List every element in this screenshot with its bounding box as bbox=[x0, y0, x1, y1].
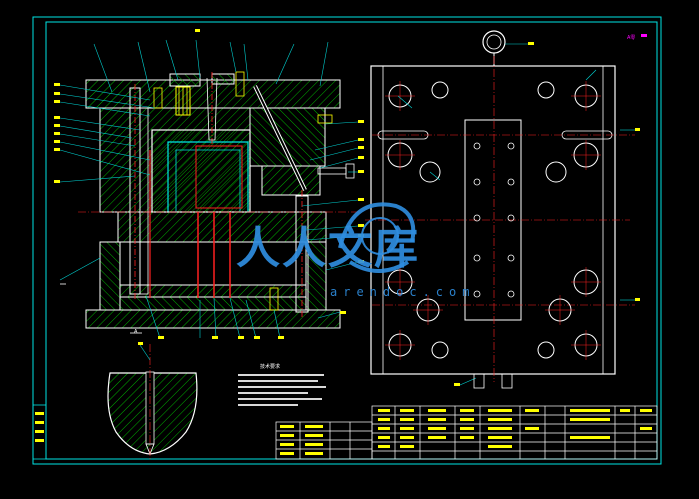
corner-mark-label: A零 bbox=[627, 35, 635, 41]
plan-view bbox=[365, 30, 635, 382]
section-mark-label: A bbox=[134, 329, 138, 335]
watermark-logo-icon bbox=[338, 202, 416, 273]
section-marks bbox=[60, 283, 142, 334]
technical-notes: 技术要求 bbox=[238, 363, 326, 406]
leader-lines bbox=[59, 39, 359, 339]
outer-frame bbox=[32, 16, 662, 465]
side-strip bbox=[32, 404, 47, 460]
main-section-view bbox=[78, 71, 360, 329]
title-block bbox=[275, 405, 658, 460]
title-block-text bbox=[280, 409, 652, 455]
part-markers bbox=[54, 29, 364, 339]
plan-leaders bbox=[397, 69, 635, 386]
plan-hole-centerlines bbox=[385, 81, 601, 360]
corner-marks bbox=[641, 34, 647, 37]
plan-bolts bbox=[473, 373, 513, 389]
plan-markers bbox=[454, 42, 640, 386]
notes-title: 技术要求 bbox=[260, 363, 280, 370]
detail-view bbox=[107, 342, 198, 460]
